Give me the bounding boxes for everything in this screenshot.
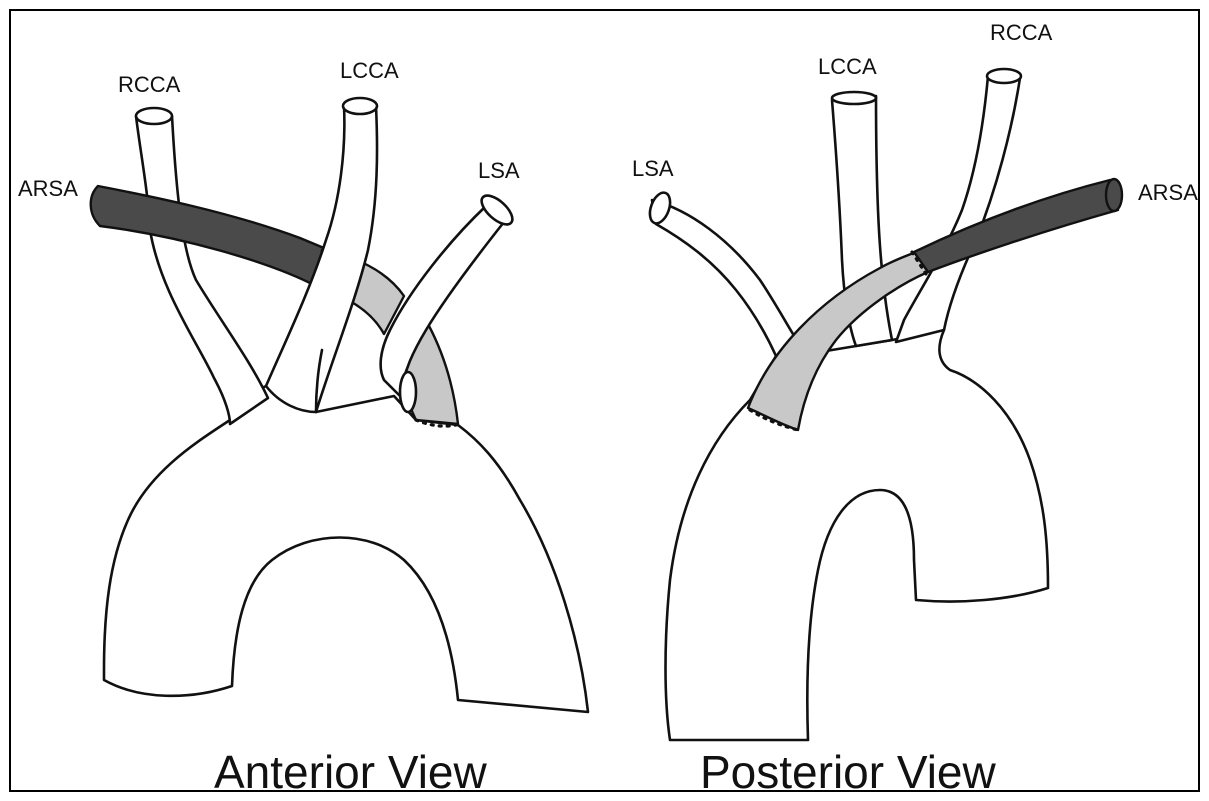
anterior-lcca-label: LCCA (340, 58, 399, 83)
posterior-arsa-label: ARSA (1138, 180, 1198, 205)
anterior-rcca-vessel (136, 116, 268, 424)
anterior-rcca-opening (136, 108, 172, 124)
posterior-lcca-label: LCCA (818, 54, 877, 79)
anterior-view: RCCA LCCA LSA ARSA Anterior View (18, 58, 588, 798)
posterior-arsa-opening (1106, 179, 1122, 211)
anterior-rcca-label: RCCA (118, 72, 181, 97)
posterior-view: RCCA LCCA LSA ARSA Posterior View (632, 20, 1198, 798)
anterior-aortic-arch (104, 386, 588, 712)
anterior-arsa-vessel (91, 186, 324, 286)
posterior-view-caption: Posterior View (700, 746, 997, 798)
posterior-rcca-opening (987, 69, 1021, 83)
posterior-rcca-vessel (896, 76, 1020, 342)
posterior-aortic-arch (666, 330, 1049, 740)
posterior-rcca-label: RCCA (990, 20, 1053, 45)
anterior-lsa-label: LSA (478, 158, 520, 183)
anterior-view-caption: Anterior View (214, 746, 488, 798)
anterior-lcca-opening (343, 98, 377, 114)
posterior-lcca-opening (832, 92, 876, 104)
anterior-arsa-label: ARSA (18, 176, 78, 201)
posterior-lsa-label: LSA (632, 156, 674, 181)
posterior-arsa-vessel (914, 180, 1118, 272)
posterior-lsa-vessel (652, 200, 804, 356)
anterior-lsa-ostium (400, 372, 416, 412)
